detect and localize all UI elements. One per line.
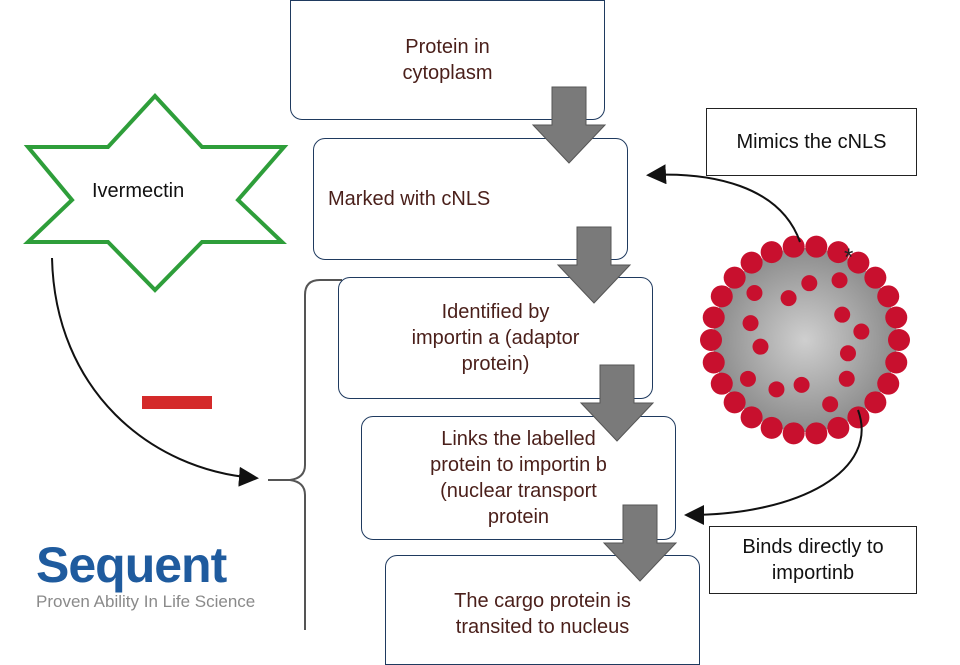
virus-spike xyxy=(740,251,763,274)
virus-spike xyxy=(793,376,810,393)
virus-spike xyxy=(702,351,725,374)
virus-spike xyxy=(888,329,910,351)
process-bracket xyxy=(268,279,342,630)
virus-spike xyxy=(839,345,856,362)
virus-spike xyxy=(847,406,870,429)
virus-spike xyxy=(877,372,900,395)
virus-spike xyxy=(740,406,763,429)
virus-spike xyxy=(702,306,725,329)
virus-spike xyxy=(822,396,839,413)
virus-spike xyxy=(864,391,887,414)
step-marked-with-cnls: Marked with cNLS xyxy=(313,138,628,260)
virus-spike xyxy=(752,338,769,355)
virus-spike xyxy=(768,381,785,398)
mimic-arrow xyxy=(646,164,801,243)
virus-spike xyxy=(847,251,870,274)
virus-spike xyxy=(746,285,763,302)
virus-spike xyxy=(710,372,733,395)
virus-spike xyxy=(885,306,908,329)
virus-spike xyxy=(864,266,887,289)
virus-spike xyxy=(827,416,850,439)
virus-spike xyxy=(805,235,828,258)
virus-spike xyxy=(853,323,870,340)
virus-spike xyxy=(885,351,908,374)
virus-spike xyxy=(782,422,805,445)
virus-spike xyxy=(838,370,855,387)
down-arrow-1 xyxy=(531,86,607,164)
down-arrows xyxy=(531,86,678,582)
virus-spike xyxy=(834,306,851,323)
coronavirus-icon xyxy=(700,235,910,445)
virus-asterisk: * xyxy=(844,244,854,271)
virus-spike xyxy=(742,315,759,332)
down-arrow-3 xyxy=(579,364,655,442)
binds-arrow xyxy=(684,409,863,525)
virus-spike xyxy=(760,241,783,264)
logo-tagline: Proven Ability In Life Science xyxy=(36,592,256,611)
ivermectin-label: Ivermectin xyxy=(92,180,185,202)
diagram-canvas xyxy=(23,93,910,630)
virus-spike xyxy=(739,370,756,387)
mimics-cnls-label: Mimics the cNLS xyxy=(706,108,917,176)
binds-importinb-label: Binds directly to importinb xyxy=(709,526,917,594)
virus-spike xyxy=(805,422,828,445)
virus-spike xyxy=(827,241,850,264)
logo-name: Sequent xyxy=(36,537,227,593)
virus-spike xyxy=(723,266,746,289)
virus-spike xyxy=(700,329,722,351)
virus-spike xyxy=(801,275,818,292)
virus-spike xyxy=(710,285,733,308)
down-arrow-2 xyxy=(556,226,632,304)
down-arrow-4 xyxy=(602,504,678,582)
virus-spike xyxy=(760,416,783,439)
sequent-logo: Sequent Proven Ability In Life Science xyxy=(36,540,255,612)
virus-spike xyxy=(723,391,746,414)
virus-spike xyxy=(877,285,900,308)
step-links-to-importin-b: Links the labelled protein to importin b… xyxy=(361,416,676,540)
ivermectin-inhibit-arrow xyxy=(51,257,259,487)
inhibition-bar xyxy=(142,396,212,409)
virus-spike xyxy=(780,290,797,307)
ivermectin-star-shape xyxy=(23,93,289,293)
virus-spike xyxy=(831,272,848,289)
